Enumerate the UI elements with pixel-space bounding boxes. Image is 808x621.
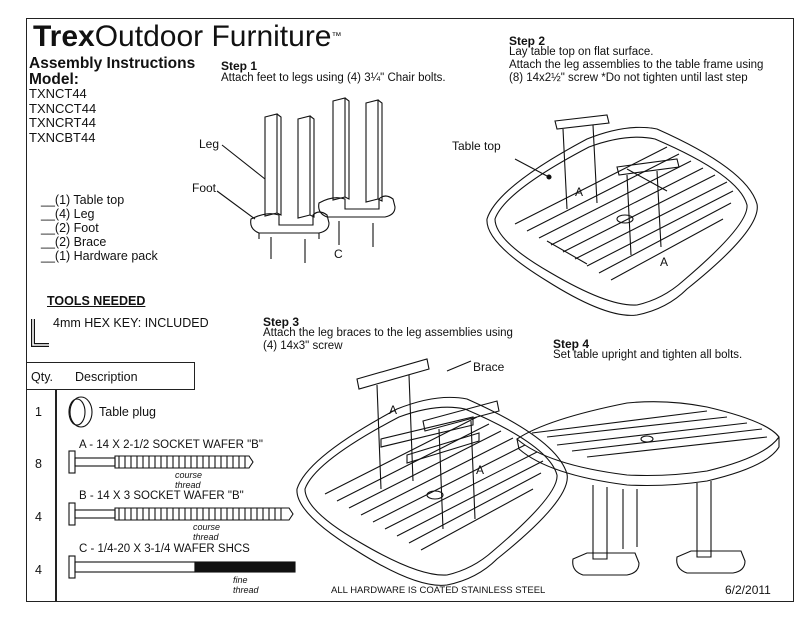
qty-cell: 4	[35, 563, 42, 577]
model-item: TXNCBT44	[29, 129, 96, 145]
table-divider	[55, 390, 57, 601]
step3-line: (4) 14x3" screw	[263, 340, 343, 352]
desc-cell: C - 1/4-20 X 3-1/4 WAFER SHCS	[79, 543, 250, 555]
model-item: TXNCT44	[29, 86, 87, 101]
tools-heading: TOOLS NEEDED	[47, 294, 146, 308]
part-item: (1) Table top	[41, 193, 158, 207]
step4-table-drawing	[516, 401, 780, 576]
step4-title: Step 4	[553, 337, 590, 351]
tools-item: 4mm HEX KEY: INCLUDED	[53, 316, 209, 330]
label-c: C	[334, 247, 343, 261]
screw-a-icon	[68, 450, 254, 474]
step1-text: Attach feet to legs using (4) 3¼" Chair …	[221, 72, 446, 84]
screw-b-icon	[68, 502, 294, 526]
thread-note: course thread	[175, 470, 203, 490]
label-leg: Leg	[199, 137, 220, 151]
hex-key-icon	[31, 319, 49, 347]
model-list: TXNCT44 TXNCCT44 TXNCRT44 TXNCBT44	[29, 86, 97, 145]
step3-table-drawing	[296, 358, 568, 586]
parts-list: (1) Table top (4) Leg (2) Foot (2) Brace…	[41, 193, 158, 263]
qty-cell: 8	[35, 457, 42, 471]
step1-title: Step 1	[221, 59, 258, 73]
illustrations	[31, 97, 780, 586]
step2-line: (8) 14x2½" screw *Do not tighten until l…	[509, 72, 748, 84]
step1-legs-drawing	[216, 97, 396, 263]
part-item: (2) Foot	[41, 221, 158, 235]
step2-table-drawing	[486, 114, 758, 316]
instruction-sheet: TrexOutdoor Furniture™ Assembly Instruct…	[26, 18, 794, 602]
desc-cell: A - 14 X 2-1/2 SOCKET WAFER "B"	[79, 439, 263, 451]
label-a: A	[476, 463, 485, 477]
description-header: Description	[75, 370, 138, 384]
bolt-c-icon	[68, 555, 296, 579]
trademark: ™	[331, 31, 342, 42]
model-heading: Model:	[29, 71, 79, 88]
desc-cell: Table plug	[99, 405, 156, 419]
step2-line: Attach the leg assemblies to the table f…	[509, 59, 764, 71]
part-item: (4) Leg	[41, 207, 158, 221]
date: 6/2/2011	[725, 583, 771, 597]
qty-cell: 1	[35, 405, 42, 419]
step3-text: Attach the leg braces to the leg assembl…	[263, 327, 513, 353]
qty-cell: 4	[35, 510, 42, 524]
desc-cell: B - 14 X 3 SOCKET WAFER "B"	[79, 490, 244, 502]
table-header: Qty. Description	[27, 362, 195, 390]
part-item: (2) Brace	[41, 235, 158, 249]
model-item: TXNCCT44	[29, 100, 97, 116]
label-a: A	[389, 403, 398, 417]
table-plug-icon	[68, 396, 93, 428]
label-foot: Foot	[192, 181, 217, 195]
page-title: Assembly Instructions	[29, 55, 196, 72]
thread-note: course thread	[193, 522, 221, 542]
brand-logo: TrexOutdoor Furniture™	[33, 21, 342, 53]
model-item: TXNCRT44	[29, 115, 96, 130]
thread-note: fine thread	[233, 575, 259, 595]
hardware-note: ALL HARDWARE IS COATED STAINLESS STEEL	[331, 585, 546, 596]
step3-line: Attach the leg braces to the leg assembl…	[263, 327, 513, 339]
step2-text: Lay table top on flat surface. Attach th…	[509, 46, 763, 85]
qty-header: Qty.	[31, 370, 53, 384]
hardware-table: Qty. Description 1 Table plug 8 A - 14 X…	[27, 362, 263, 601]
label-a: A	[660, 255, 669, 269]
label-brace: Brace	[473, 360, 505, 374]
label-table-top: Table top	[452, 139, 501, 153]
part-item: (1) Hardware pack	[41, 249, 158, 263]
brand-name-bold: Trex	[33, 20, 95, 53]
step4-text: Set table upright and tighten all bolts.	[553, 349, 743, 361]
step3-title: Step 3	[263, 315, 300, 329]
brand-name-rest: Outdoor Furniture	[94, 20, 332, 53]
step2-line: Lay table top on flat surface.	[509, 46, 654, 58]
step2-title: Step 2	[509, 34, 546, 48]
